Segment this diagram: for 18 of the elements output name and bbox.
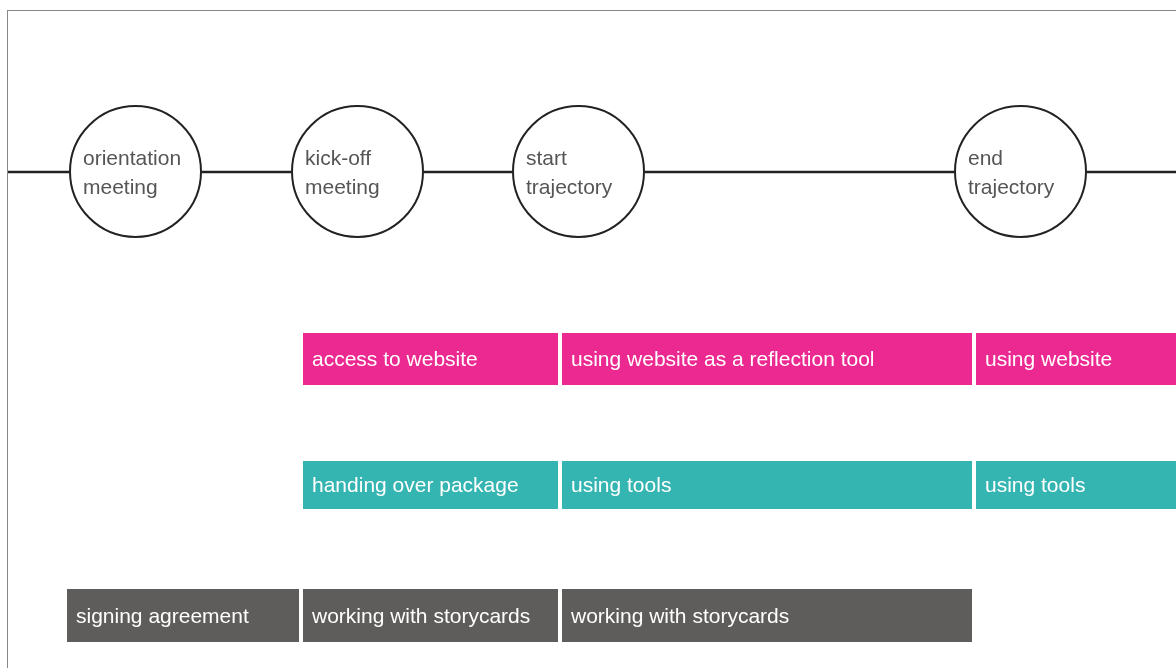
- activity-bar: using website: [976, 333, 1176, 385]
- activity-bar: using tools: [562, 461, 972, 509]
- timeline-line: [202, 170, 291, 174]
- activity-bar: signing agreement: [67, 589, 299, 642]
- activity-bar: working with storycards: [562, 589, 972, 642]
- milestone-circle: kick-off meeting: [291, 105, 424, 238]
- activity-bar: access to website: [303, 333, 558, 385]
- timeline-line: [645, 170, 954, 174]
- activity-bar: working with storycards: [303, 589, 558, 642]
- milestone-circle: end trajectory: [954, 105, 1087, 238]
- milestone-circle: start trajectory: [512, 105, 645, 238]
- timeline-line: [8, 170, 69, 174]
- milestone-circle: orientation meeting: [69, 105, 202, 238]
- activity-bar: handing over package: [303, 461, 558, 509]
- activity-bar: using website as a reflection tool: [562, 333, 972, 385]
- timeline-line: [1087, 170, 1176, 174]
- timeline-line: [424, 170, 512, 174]
- activity-bar: using tools: [976, 461, 1176, 509]
